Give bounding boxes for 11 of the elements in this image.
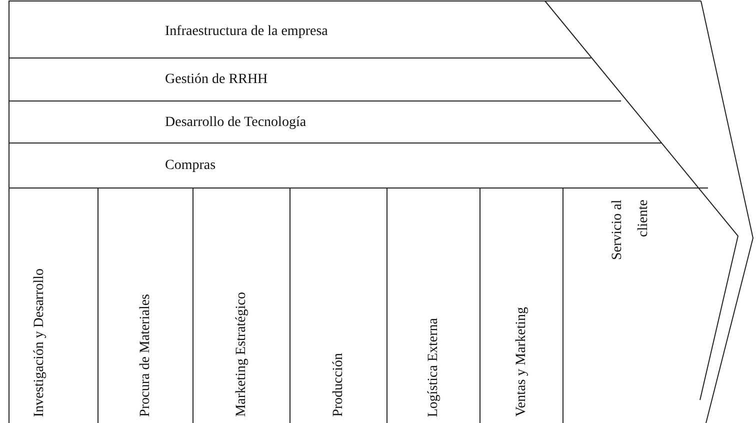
primary-activity-label: Producción [326,353,352,417]
primary-activity-label: Ventas y Marketing [508,307,534,417]
primary-activity-label: Procura de Materiales [132,294,158,417]
primary-activity-label: Servicio al cliente [604,200,658,300]
support-activity-label: Compras [10,145,330,187]
support-activity-label: Infraestructura de la empresa [10,8,550,56]
support-activity-label: Gestión de RRHH [10,60,550,100]
support-activity-label: Desarrollo de Tecnología [10,103,550,142]
primary-activity-label: Logística Externa [420,318,446,417]
primary-activity-label: Marketing Estratégico [228,292,254,417]
primary-activity-label: Investigación y Desarrollo [26,202,80,417]
